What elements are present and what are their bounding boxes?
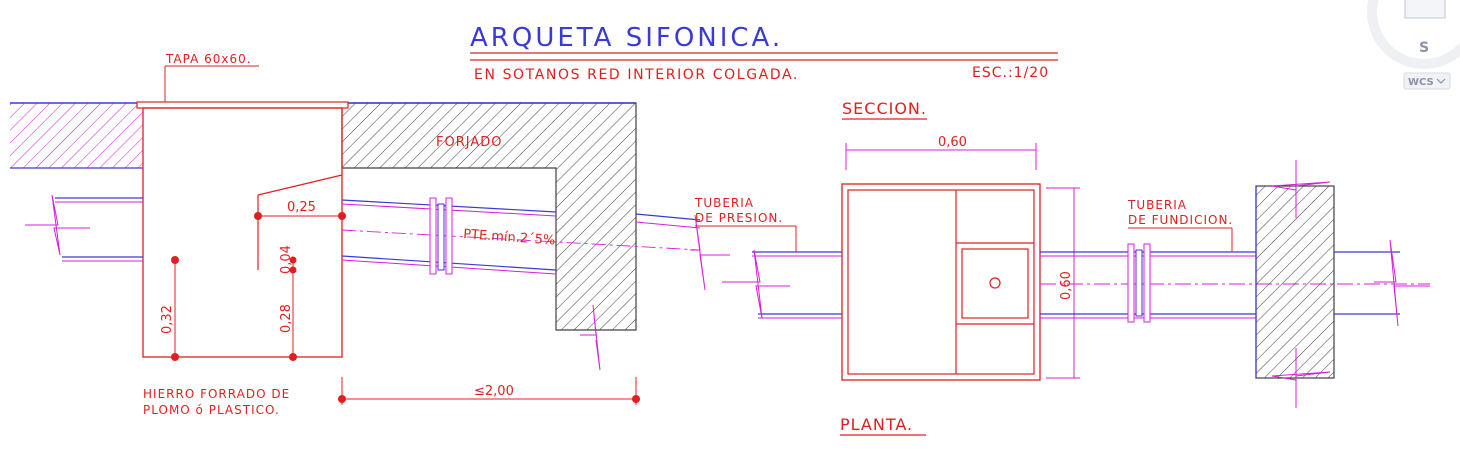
plan-beyond-break <box>1374 239 1430 327</box>
viewcube-face[interactable] <box>1404 0 1446 19</box>
dim-028-text: 0,28 <box>279 304 294 333</box>
dim-200-text: ≤2,00 <box>474 384 514 399</box>
dim-004-dot-2 <box>289 266 297 274</box>
plan-drain-box <box>961 248 1029 319</box>
title-block: ARQUETA SIFONICA. EN SOTANOS RED INTERIO… <box>470 23 1058 83</box>
dim-004-dot-1 <box>289 256 297 264</box>
outlet-through-wall-top <box>635 213 701 221</box>
section-view: FORJADO TAPA 60x60. PTE.mín.2´5% <box>10 52 730 417</box>
plan-wall-break-top <box>1271 160 1331 218</box>
dim-200-dot-1 <box>338 395 346 403</box>
plan-wall-hatch <box>1255 185 1335 379</box>
drawing-title: ARQUETA SIFONICA. <box>470 23 783 53</box>
tuberia-presion-label-2: DE PRESION. <box>695 211 783 225</box>
pipe-flange-3 <box>437 203 445 271</box>
dim-060-side-text: 0,60 <box>1059 271 1074 300</box>
dim-028-dot-2 <box>289 353 297 361</box>
dim-025-dot-2 <box>338 212 346 220</box>
plan-drain-hole <box>989 277 1001 289</box>
tuberia-fundicion-label-1: TUBERIA <box>1127 198 1187 212</box>
wcs-button[interactable] <box>1403 72 1451 90</box>
tuberia-presion-label-1: TUBERIA <box>694 196 754 210</box>
viewcube-ring[interactable] <box>1367 0 1460 69</box>
dim-200-dot-2 <box>632 395 640 403</box>
outlet-through-wall-bottom <box>635 221 701 229</box>
dim-025-text: 0,25 <box>287 200 316 215</box>
chamber-body <box>142 107 343 358</box>
chevron-down-icon <box>1436 78 1446 84</box>
pipe-flange-2 <box>445 197 453 275</box>
plan-flange-3 <box>1135 249 1143 317</box>
internal-baffle <box>257 174 343 196</box>
forjado-label: FORJADO <box>436 135 502 150</box>
slope-label: PTE.mín.2´5% <box>463 227 556 248</box>
planta-label: PLANTA. <box>840 415 913 434</box>
plan-flange-1 <box>1127 243 1135 323</box>
tuberia-fundicion-label-2: DE FUNDICION. <box>1128 213 1233 227</box>
pipe-flange-1 <box>429 197 437 275</box>
outlet-break-mark <box>690 214 730 291</box>
wcs-label: WCS <box>1408 77 1434 88</box>
drawing-subtitle: EN SOTANOS RED INTERIOR COLGADA. <box>474 67 799 83</box>
outlet-pipe-axis <box>341 229 701 251</box>
hierro-label-line1: HIERRO FORRADO DE <box>143 387 290 401</box>
plan-flange-2 <box>1143 243 1151 323</box>
tapa-label: TAPA 60x60. <box>165 52 252 66</box>
dim-032-dot-1 <box>171 256 179 264</box>
dim-032-dot-2 <box>171 353 179 361</box>
dim-032-text: 0,32 <box>160 305 175 334</box>
plan-view: SECCION. 0,60 0,60 <box>694 99 1430 436</box>
wcs-menu[interactable]: WCS <box>1403 72 1451 90</box>
dim-004-text: 0,04 <box>279 245 294 274</box>
drawing-scale: ESC.:1/20 <box>972 65 1049 81</box>
plan-inlet-break <box>722 249 790 319</box>
inlet-break-mark-1 <box>25 194 90 256</box>
dim-060-top-text: 0,60 <box>938 135 967 150</box>
viewcube-south-label[interactable]: S <box>1419 40 1429 56</box>
wall-break-mark <box>580 304 601 371</box>
plan-chamber-outer <box>841 183 1041 381</box>
dim-025-dot-1 <box>254 212 262 220</box>
hierro-label-line2: PLOMO ó PLASTICO. <box>143 403 280 417</box>
plan-wall-break-bottom <box>1271 348 1331 408</box>
plan-chamber-inner <box>847 189 1035 375</box>
left-soil-hatch <box>10 103 143 168</box>
seccion-label: SECCION. <box>842 99 927 118</box>
viewcube[interactable]: S <box>1367 0 1460 69</box>
lid-tapa <box>136 101 349 109</box>
